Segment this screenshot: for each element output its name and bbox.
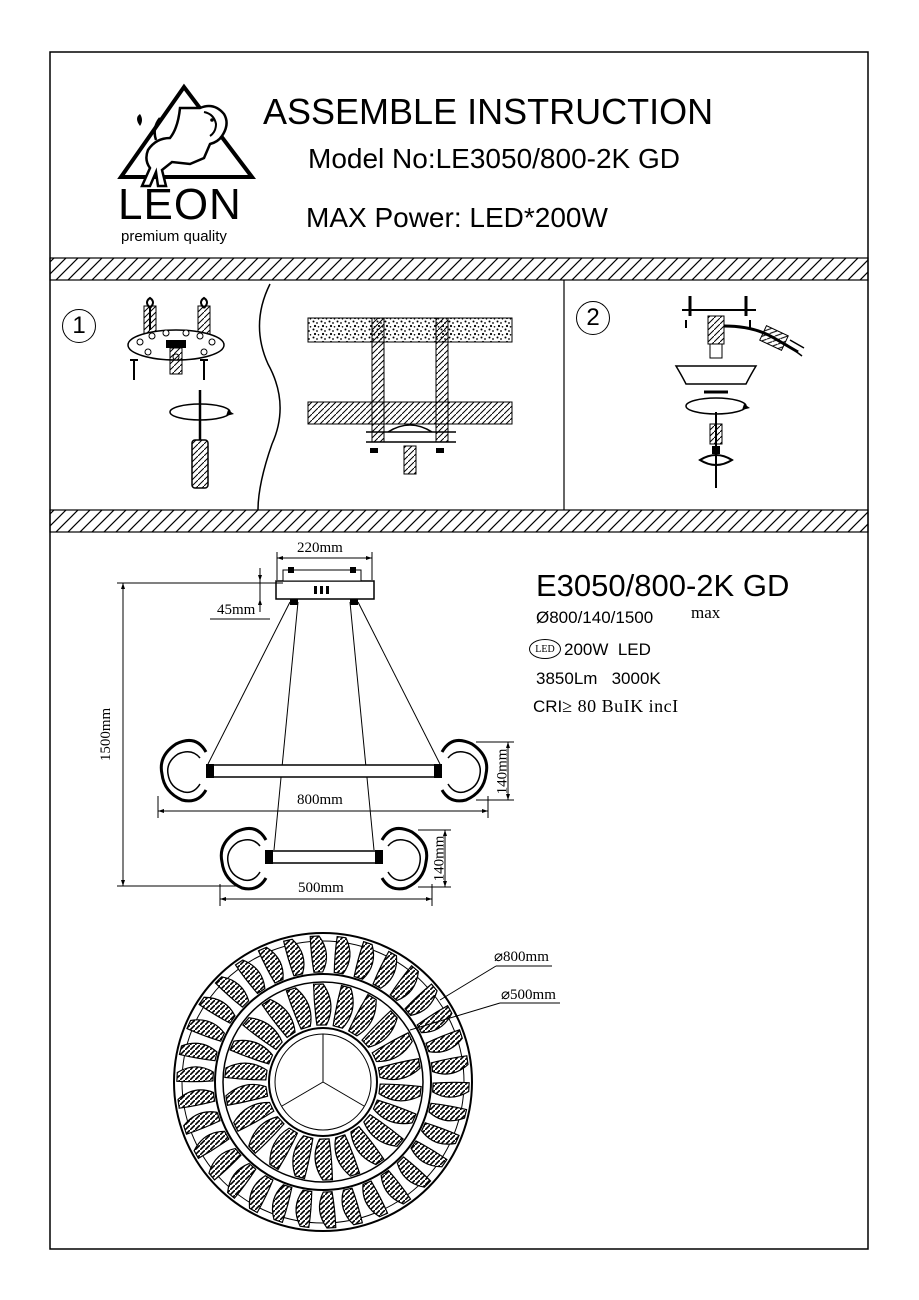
suspension-cable-icon [698,412,734,488]
model-number: Model No:LE3050/800-2K GD [308,143,680,174]
outer-feather-crystal [214,976,250,1008]
step-2-badge: 2 [576,301,610,335]
inner-feather-crystal [378,1083,422,1102]
top-view-drawing [173,932,560,1232]
step-1-badge: 1 [62,309,96,343]
brand-tagline: premium quality [121,228,227,245]
outer-feather-crystal [333,935,351,975]
spec-lumen-color: 3850Lm 3000K [536,669,661,688]
outer-feather-crystal [428,1102,468,1122]
dim-canopy-width: 220mm [297,540,343,556]
inner-feather-crystal [363,1113,404,1147]
outer-feather-crystal [416,1004,453,1034]
outer-feather-crystal [341,1187,364,1226]
spec-cri-value: ≥ 80 BuIK incI [562,696,679,716]
dim-total-height: 1500mm [98,707,115,762]
dim-outer-diameter: ⌀800mm [494,949,549,965]
inner-feather-crystal [334,1134,361,1177]
max-power: MAX Power: LED*200W [306,202,608,233]
outer-feather-crystal [176,1066,214,1083]
outer-feather-crystal [198,996,236,1024]
outer-feather-crystal [309,935,328,973]
outer-feather-crystal [226,1162,257,1200]
led-badge: LED [529,639,561,659]
spec-size: Ø800/140/1500 [536,608,654,627]
outer-feather-crystal [362,1180,389,1218]
outer-feather-crystal [404,983,438,1017]
outer-feather-crystal [389,964,420,1002]
outer-feather-crystal [432,1081,470,1098]
inner-feather-crystal [377,1058,421,1081]
inner-feather-crystal [332,984,354,1029]
outer-feather-crystal [248,1175,274,1214]
inner-feather-crystal [285,987,312,1030]
inner-feather-crystal [225,1083,269,1106]
outer-feather-crystal [410,1140,448,1168]
outer-feather-crystal [353,940,375,980]
outer-feather-crystal [425,1029,463,1053]
outer-feather-crystal [380,1169,412,1205]
spec-cri-label: CRI [533,697,563,716]
outer-feather-crystal [271,1184,293,1224]
outer-feather-crystal [208,1147,242,1181]
mounting-plate-icon [127,296,225,380]
side-elevation-drawing [117,552,514,906]
inner-feather-crystal [261,998,296,1039]
outer-feather-crystal [177,1089,216,1109]
outer-feather-crystal [186,1019,226,1042]
inner-feather-crystal [350,1125,385,1166]
inner-feather-crystal [229,1039,274,1065]
screwdriver-icon [169,390,234,489]
inner-feather-crystal [347,993,377,1037]
outer-feather-crystal [430,1055,469,1075]
inner-feather-crystal [224,1062,268,1081]
inner-feather-crystal [371,1031,413,1063]
outer-feather-crystal [257,946,284,984]
inner-feather-crystal [314,1138,334,1181]
outer-feather-crystal [295,1189,313,1229]
spec-cri: CRI≥ 80 BuIK incI [533,697,679,715]
inner-feather-crystal [242,1017,283,1051]
led-badge-label: LED [535,643,555,655]
spec-size-suffix: max [691,603,721,622]
page-border [49,51,869,1250]
product-code: E3050/800-2K GD [536,568,790,603]
dim-outer-ring-height: 140mm [494,748,511,795]
page-title: ASSEMBLE INSTRUCTION [263,91,714,132]
outer-feather-crystal [282,938,305,977]
ceiling-bolt-section-icon [257,283,513,511]
wire-connection-icon [682,296,805,359]
inner-feather-crystal [292,1135,314,1180]
inner-feather-crystal [248,1116,285,1155]
lion-triangle-icon [117,83,257,188]
step-2-number: 2 [586,304,600,331]
step-1-number: 1 [72,312,86,339]
spec-power: 200W LED [564,640,651,659]
outer-feather-crystal [193,1130,230,1160]
outer-feather-crystal [234,959,266,995]
hatched-divider-top [49,257,869,281]
dim-outer-width: 800mm [297,792,343,808]
inner-feather-crystal [312,983,332,1026]
dim-inner-ring-height: 140mm [431,835,448,882]
dim-canopy-height: 45mm [217,602,256,618]
dim-inner-width: 500mm [298,880,344,896]
inner-feather-crystal [372,1099,417,1125]
dim-inner-diameter: ⌀500mm [501,987,556,1003]
inner-feather-crystal [233,1101,275,1133]
brand-name: LEON [118,180,242,229]
inner-feather-crystal [269,1127,299,1171]
outer-feather-crystal [183,1111,221,1135]
canopy-icon [674,365,758,415]
outer-feather-crystal [396,1156,432,1188]
outer-feather-crystal [372,950,398,989]
outer-feather-crystal [318,1191,337,1229]
outer-feather-crystal [420,1122,460,1145]
hatched-divider-bottom [49,509,869,533]
outer-feather-crystal [178,1042,218,1062]
inner-feather-crystal [361,1009,398,1048]
